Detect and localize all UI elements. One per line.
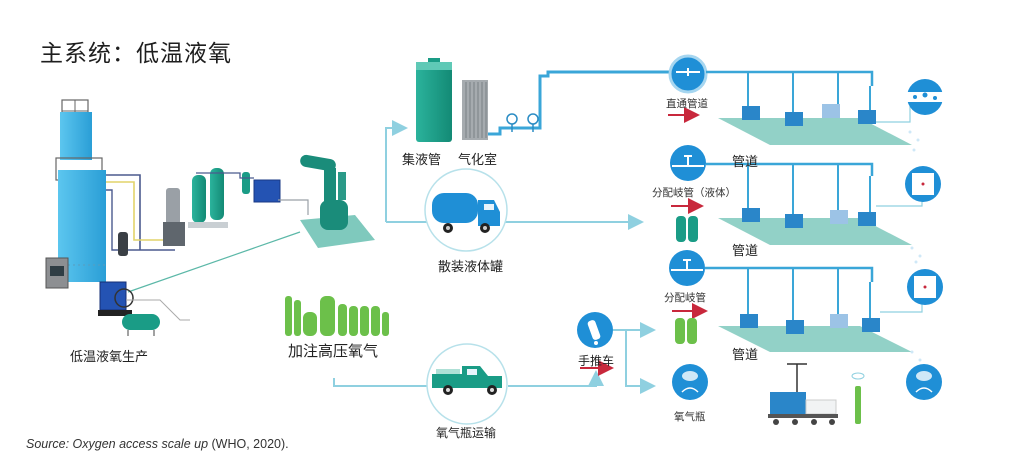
- ward-floor-1: [718, 72, 912, 145]
- floor-label-1: 管道: [732, 155, 759, 170]
- ward-floor-3: [718, 268, 923, 352]
- distribution-label-liquid-manifold: 分配岐管（液体）: [652, 187, 736, 199]
- trolley-label: 手推车: [578, 354, 615, 368]
- high-pressure-label: 加注高压氧气: [288, 342, 379, 360]
- wall-outlet-icon-2: [907, 269, 943, 305]
- liquid-storage-tank: [416, 58, 452, 142]
- bedside-cylinder: [851, 372, 865, 424]
- floor-label-2: 管道: [732, 244, 759, 259]
- distribution-label-manifold: 分配岐管: [664, 292, 706, 304]
- cylinder-transport-label: 氧气瓶运输: [436, 426, 497, 440]
- source-citation: Source: Oxygen access scale up (WHO, 202…: [26, 437, 289, 451]
- flow-to-storage: [385, 120, 408, 222]
- floor-label-3: 管道: [732, 348, 759, 363]
- source-plain: (WHO, 2020).: [208, 437, 289, 451]
- bedside-bed-illustration: [768, 363, 838, 425]
- oxygen-mask-endpoint-icon: [906, 364, 942, 400]
- tanker-truck-icon: [424, 168, 508, 252]
- bubbles: [908, 130, 922, 362]
- pickup-truck-icon: [426, 343, 508, 425]
- bedside-cylinder-label: 氧气瓶: [674, 411, 706, 423]
- wall-outlet-icon: [905, 166, 941, 202]
- vaporizer: [462, 80, 488, 140]
- flow-cylinders-to-truck: [333, 378, 428, 387]
- production-plant-illustration: [45, 99, 375, 336]
- page-title: 主系统：低温液氧: [40, 41, 232, 67]
- distribution-label-pipeline: 直通管道: [666, 98, 708, 110]
- pressure-gauges: [506, 113, 539, 132]
- gas-cylinders-icon: [285, 296, 389, 336]
- ward-floor-2: [718, 164, 923, 245]
- production-label: 低温液氧生产: [70, 350, 149, 365]
- storage-tank-label: 集液管: [402, 153, 442, 168]
- compressor-illustration: [300, 154, 375, 248]
- source-italic: Source: Oxygen access scale up: [26, 437, 209, 451]
- bubble-humidifier-icon: [907, 79, 943, 115]
- hp-cylinders-icon: [675, 318, 697, 344]
- liquid-cylinders-icon: [676, 216, 698, 242]
- vaporizer-label: 气化室: [458, 153, 498, 168]
- bulk-tanker-label: 散装液体罐: [438, 260, 504, 275]
- oxygen-mask-icon[interactable]: [672, 364, 708, 400]
- pipeline-icon[interactable]: [668, 54, 708, 94]
- manifold-icon-liquid[interactable]: [670, 145, 706, 181]
- flow-truck-to-trolley: [508, 370, 604, 387]
- manifold-icon[interactable]: [669, 250, 705, 286]
- hand-trolley-icon[interactable]: [577, 312, 613, 348]
